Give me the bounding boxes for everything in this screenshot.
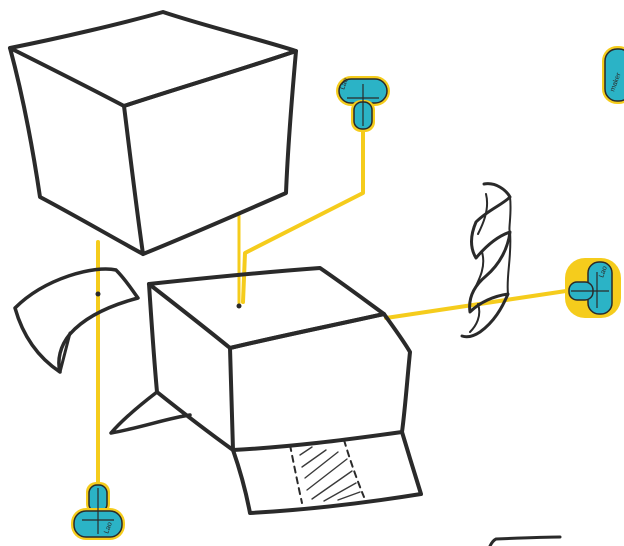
lower-box-hole <box>236 303 242 309</box>
lower-box-face-right <box>228 312 412 452</box>
partial-sketch-bottom-right <box>488 535 562 546</box>
top-cube-hole-left <box>95 291 101 297</box>
partial-sketch-line <box>488 535 562 546</box>
hatch-window-outline <box>289 439 365 504</box>
spiral-body <box>460 182 512 339</box>
spiral-edge <box>506 196 512 295</box>
maker-tag-icon[interactable]: Lao <box>565 258 621 318</box>
top-cube-face-top <box>8 10 298 108</box>
lower-box-hatch-window <box>289 439 365 504</box>
leader-line-top-tag <box>241 128 365 304</box>
leader-lines <box>96 128 568 492</box>
left-flap-outline <box>13 267 140 374</box>
maker-tag-icon[interactable]: Lao <box>336 76 390 132</box>
tag-body <box>604 48 624 102</box>
lower-box-face-left <box>147 282 235 452</box>
lower-box-face-top <box>147 266 386 350</box>
spiral-inner <box>469 193 488 333</box>
leader-line-right <box>384 289 568 320</box>
top-cube-face-left <box>8 46 145 256</box>
top-cube <box>8 10 298 297</box>
lower-box <box>109 266 423 515</box>
spiral-part <box>460 182 512 339</box>
tag-label-top-left: Lao <box>339 77 350 90</box>
tag-label-right-center: Lao <box>598 265 609 278</box>
hatch-lines <box>299 446 361 502</box>
left-flap-stub <box>58 331 72 374</box>
tag-label-bottom-left: Lao <box>103 521 114 534</box>
maker-tag-icon[interactable]: maker <box>602 46 624 104</box>
left-curved-flap <box>13 267 140 374</box>
maker-tag-icon[interactable]: Lao <box>71 482 125 540</box>
lower-box-left-tab <box>109 390 192 435</box>
top-cube-face-right <box>122 49 298 256</box>
lower-box-front-flap <box>231 430 423 515</box>
